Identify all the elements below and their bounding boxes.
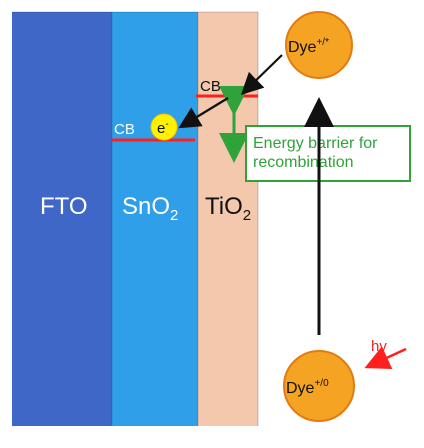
sno2-label-main: SnO	[122, 193, 170, 220]
tio2-label-sub: 2	[243, 207, 251, 224]
sno2-cb-label: CB	[114, 121, 135, 138]
fto-label: FTO	[40, 193, 88, 220]
tio2-label: TiO2	[205, 193, 251, 224]
fto-layer	[12, 12, 112, 426]
dye-bottom-circle	[283, 350, 355, 422]
sno2-layer	[112, 12, 198, 426]
tio2-cb-label: CB	[200, 78, 221, 95]
energy-barrier-box	[245, 125, 411, 182]
dye-top-circle	[285, 11, 353, 79]
dye-to-tio2-arrow	[240, 54, 283, 96]
dye-bottom-label: Dye+/0	[286, 378, 329, 397]
dye-top-label: Dye+/*	[288, 37, 329, 56]
electron-circle	[150, 113, 178, 141]
tio2-to-sno2-arrow	[178, 97, 229, 129]
light-arrow	[364, 346, 407, 370]
sno2-label-sub: 2	[170, 207, 178, 224]
energy-barrier-line-2: recombination	[253, 154, 354, 171]
energy-barrier-line-1: Energy barrier for	[253, 135, 378, 152]
light-label: hv	[371, 338, 387, 355]
tio2-label-main: TiO	[205, 193, 243, 220]
electron-label: e-	[157, 119, 169, 137]
sno2-label: SnO2	[122, 193, 178, 224]
